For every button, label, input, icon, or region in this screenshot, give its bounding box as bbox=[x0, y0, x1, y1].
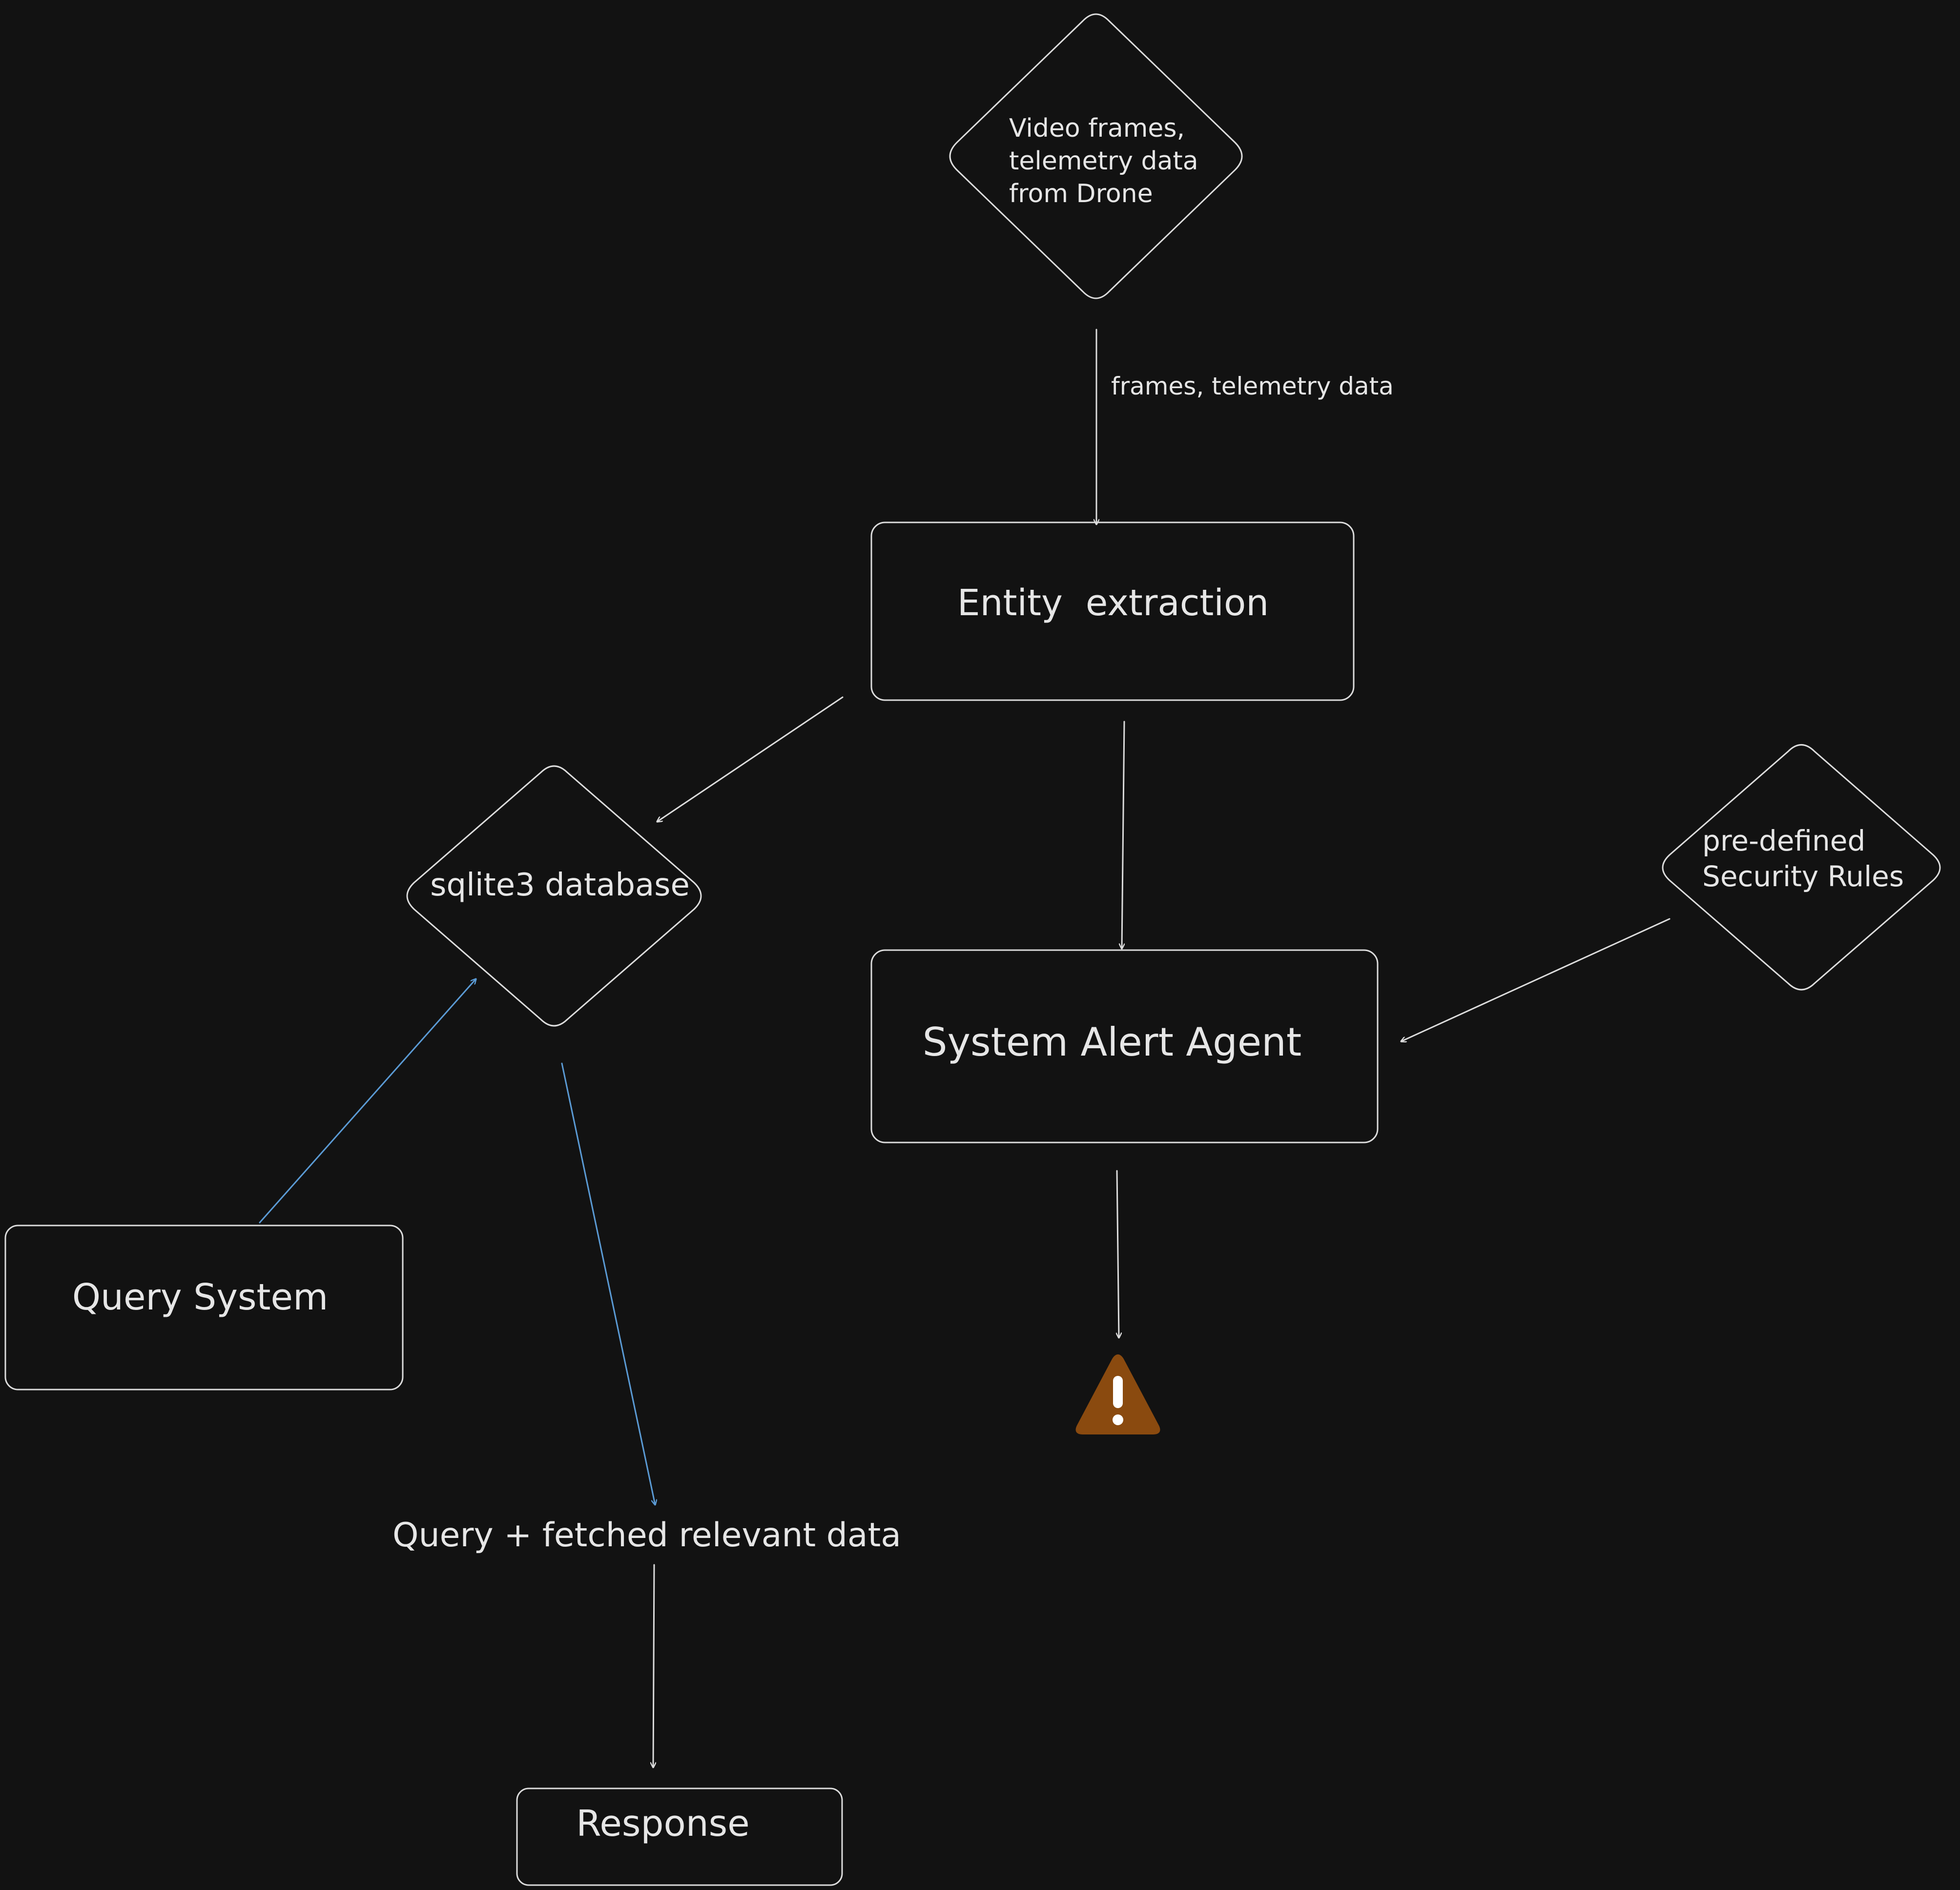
query-system-box bbox=[4, 1225, 404, 1391]
edge-rules-to-alert-agent[interactable] bbox=[1401, 918, 1671, 1041]
node-security-rules[interactable]: pre-defined Security Rules bbox=[1662, 744, 1941, 991]
edge-extraction-to-alert-agent[interactable] bbox=[1122, 721, 1125, 950]
edge-query-to-sqlite[interactable] bbox=[259, 979, 476, 1224]
security-rules-diamond bbox=[1662, 744, 1941, 991]
sqlite-database-label: sqlite3 database bbox=[430, 867, 690, 903]
query-system-label: Query System bbox=[72, 1276, 328, 1318]
warning-mark-bar bbox=[1113, 1376, 1123, 1408]
drone-input-line-1: Video frames, bbox=[1009, 114, 1185, 143]
drone-input-line-2: telemetry data bbox=[1009, 146, 1198, 176]
security-rules-line-2: Security Rules bbox=[1702, 860, 1904, 893]
sqlite-database-diamond bbox=[406, 765, 702, 1027]
drone-input-label: Video frames, telemetry data from Drone bbox=[1009, 114, 1206, 208]
security-rules-line-1: pre-defined bbox=[1702, 824, 1865, 857]
node-drone-input[interactable]: Video frames, telemetry data from Drone bbox=[949, 13, 1243, 299]
edge-sqlite-to-fetched-data[interactable] bbox=[561, 1062, 655, 1505]
node-response[interactable]: Response bbox=[516, 1787, 843, 1886]
response-label: Response bbox=[576, 1803, 749, 1845]
edge-extraction-to-sqlite[interactable] bbox=[657, 696, 844, 822]
node-entity-extraction[interactable]: Entity extraction bbox=[870, 521, 1355, 701]
fetched-data-label: Query + fetched relevant data bbox=[392, 1516, 901, 1555]
system-alert-agent-box bbox=[870, 949, 1379, 1143]
system-alert-agent-label: System Alert Agent bbox=[923, 1019, 1301, 1065]
entity-extraction-label: Entity extraction bbox=[957, 582, 1269, 624]
node-query-system[interactable]: Query System bbox=[4, 1225, 404, 1391]
warning-mark-dot bbox=[1113, 1414, 1123, 1425]
edge-fetched-to-response[interactable] bbox=[653, 1564, 654, 1768]
edge-drone-to-extraction[interactable]: frames, telemetry data bbox=[1096, 329, 1394, 525]
drone-input-line-3: from Drone bbox=[1009, 179, 1153, 208]
drone-input-diamond bbox=[949, 13, 1243, 299]
entity-extraction-box bbox=[870, 521, 1355, 701]
node-system-alert-agent[interactable]: System Alert Agent bbox=[870, 949, 1379, 1143]
node-sqlite-database[interactable]: sqlite3 database bbox=[406, 765, 702, 1027]
warning-icon bbox=[1075, 1354, 1160, 1434]
response-box bbox=[516, 1787, 843, 1886]
security-rules-label: pre-defined Security Rules bbox=[1702, 824, 1904, 893]
edge-alert-agent-to-warning[interactable] bbox=[1117, 1170, 1119, 1339]
edge-drone-to-extraction-label: frames, telemetry data bbox=[1111, 372, 1394, 400]
